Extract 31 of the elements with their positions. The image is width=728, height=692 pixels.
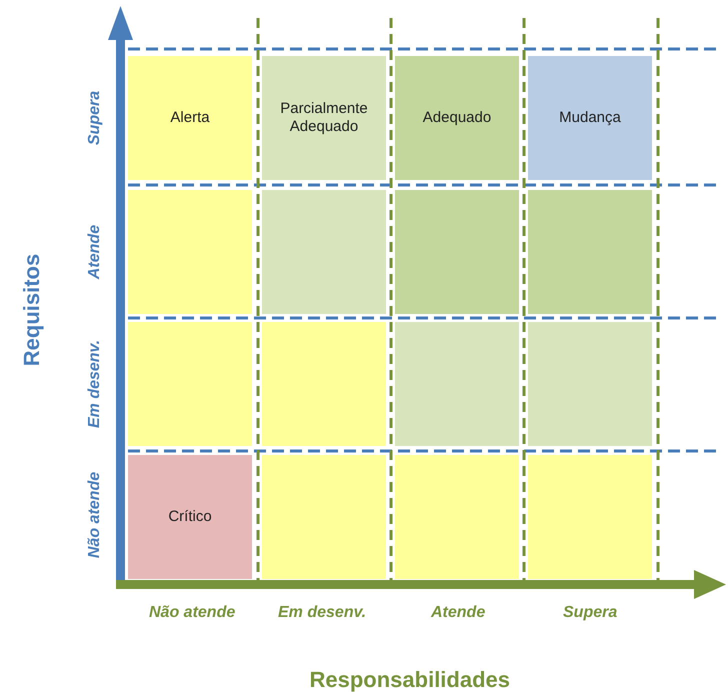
- axis-tick-label: Atende: [86, 224, 104, 280]
- matrix-cell: [395, 322, 519, 446]
- cell-label: Crítico: [168, 508, 212, 526]
- cell-label: Alerta: [170, 109, 210, 127]
- matrix-cell: [528, 56, 652, 180]
- matrix-cell: [128, 322, 252, 446]
- matrix-cell: [128, 190, 252, 314]
- axis-tick-label: Em desenv.: [86, 340, 104, 428]
- axis-tick-label: Atende: [431, 604, 486, 622]
- matrix-cell: [528, 190, 652, 314]
- matrix-cell: [262, 322, 386, 446]
- matrix-cell: [128, 56, 252, 180]
- matrix-cell: [262, 190, 386, 314]
- axis-tick-label: Não atende: [86, 472, 104, 558]
- axis-title: Requisitos: [19, 254, 46, 366]
- matrix-cell: [528, 322, 652, 446]
- matrix-cell: [395, 190, 519, 314]
- matrix-cell: [262, 455, 386, 579]
- matrix-cell: [128, 455, 252, 579]
- axis-title: Responsabilidades: [310, 667, 510, 692]
- matrix-cell: [395, 455, 519, 579]
- axis-tick-label: Em desenv.: [278, 604, 366, 622]
- axis-tick-label: Não atende: [149, 604, 236, 622]
- cell-label: Adequado: [422, 109, 492, 127]
- matrix-cell: [395, 56, 519, 180]
- cell-label: Parcialmente Adequado: [279, 100, 369, 136]
- cell-label: Mudança: [559, 109, 621, 127]
- axis-tick-label: Supera: [563, 604, 618, 622]
- matrix-cell: [528, 455, 652, 579]
- axis-tick-label: Supera: [86, 90, 104, 146]
- matrix-cell: [262, 56, 386, 180]
